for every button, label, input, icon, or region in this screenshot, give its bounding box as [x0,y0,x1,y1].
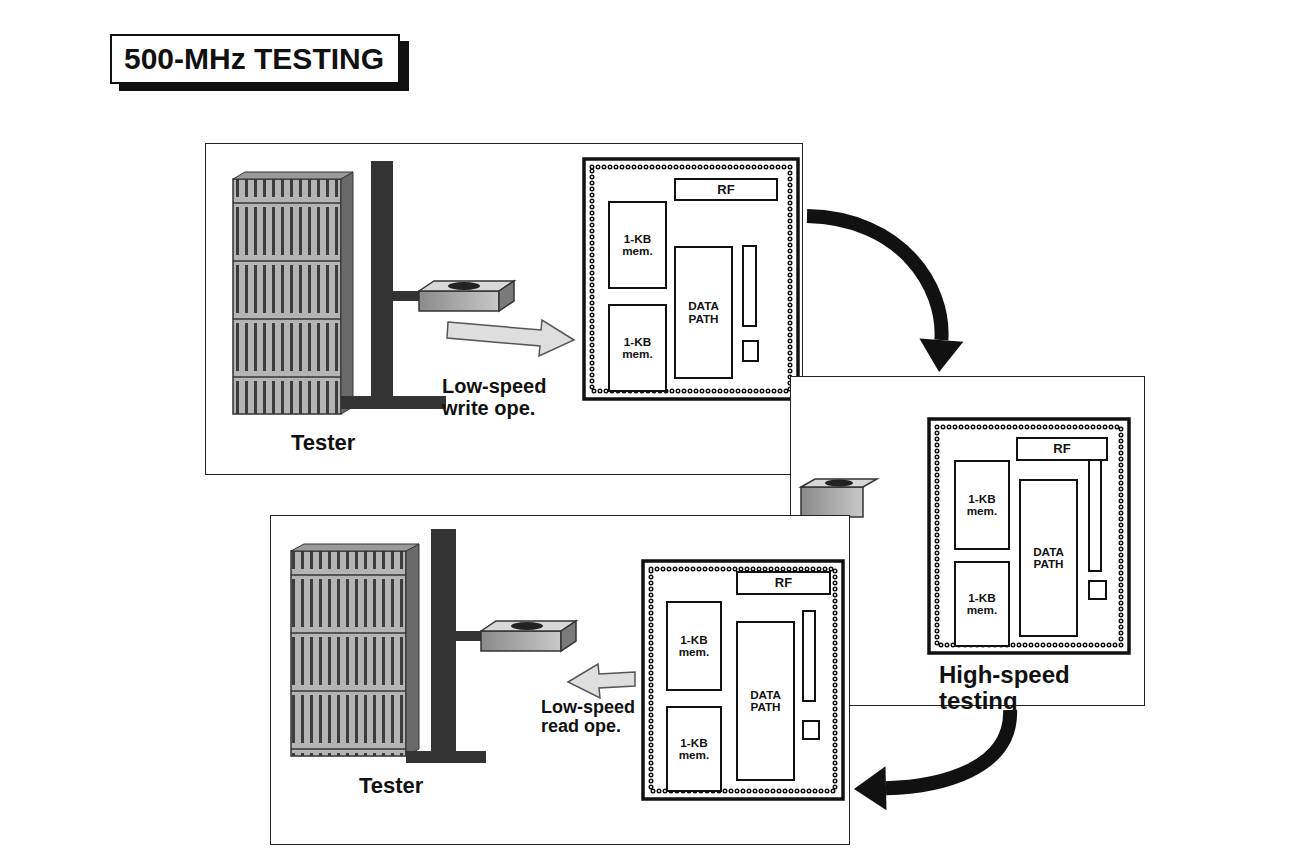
stage-label: High-speed testing [939,662,1114,714]
chip-block: DATA PATH [736,621,795,781]
flow-arrow-body [886,710,1010,788]
block-label: 1-KB mem. [610,336,665,361]
tester-label: Tester [359,774,479,798]
chip-block: DATA PATH [674,246,733,379]
flow-arrow [807,216,963,372]
block-label: DATA PATH [738,689,793,714]
chip-block: 1-KB mem. [608,304,667,392]
block-label: RF [1053,442,1070,456]
chip-block: 1-KB mem. [666,706,722,792]
arrow-head [919,339,963,372]
operation-label: Low-speed write ope. [442,376,577,419]
chip-block: RF [674,178,778,201]
diagram-title: 500-MHz TESTING [110,34,400,84]
block-label: RF [717,183,734,197]
chip-block: 1-KB mem. [666,601,722,691]
chip-block: 1-KB mem. [954,561,1010,647]
block-label: 1-KB mem. [956,493,1008,518]
operation-label: Low-speed read ope. [541,698,641,737]
block-label: DATA PATH [1021,546,1076,571]
panel-frame: Low-speed read ope. Tester 1-KB mem. 1-KB m… [270,515,850,845]
panel-frame: Low-speed write ope. Tester 1-KB mem. 1-KB … [205,143,803,475]
block-label: 1-KB mem. [610,233,665,258]
chip-block: DATA PATH [1019,479,1078,637]
block-label: 1-KB mem. [956,592,1008,617]
block-label: RF [775,576,792,590]
chip-block: 1-KB mem. [608,201,667,289]
flow-arrow-body [807,216,942,340]
tester-label: Tester [291,431,411,455]
flow-arrow [854,710,1010,810]
block-label: 1-KB mem. [668,634,720,659]
chip-block: RF [736,571,831,595]
block-label: DATA PATH [676,300,731,325]
chip-block: RF [1016,437,1108,461]
chip-block: 1-KB mem. [954,460,1010,550]
arrow-head [854,766,887,810]
block-label: 1-KB mem. [668,737,720,762]
